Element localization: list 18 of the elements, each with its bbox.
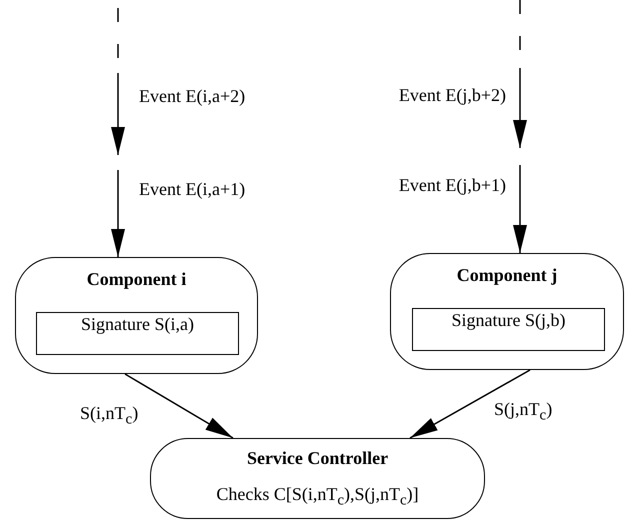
- node-text: Checks C[S(i,nT$_{c}$),S(j,nT$_{c}$)]: [215, 485, 420, 510]
- node-title: Service Controller: [246, 449, 390, 469]
- rounded-node: [390, 253, 624, 370]
- event-label: Event E(i,a+2): [138, 87, 246, 107]
- event-label: Event E(j,b+2): [398, 86, 507, 106]
- signature-box: [412, 308, 605, 351]
- node-title: Component j: [456, 266, 558, 286]
- arrow: [513, 165, 527, 253]
- node-text: Signature S(i,a): [80, 315, 195, 335]
- arrow: [410, 369, 530, 439]
- rounded-node: [15, 257, 258, 374]
- signature-box: [36, 312, 239, 355]
- arrow: [124, 373, 234, 439]
- arrow: [111, 170, 125, 257]
- node-title: Component i: [86, 270, 188, 290]
- edge-label: Event E(j,b+1): [396, 176, 508, 196]
- node-text: Signature S(j,b): [450, 311, 566, 331]
- edge-label: Event E(i,a+1): [137, 180, 248, 200]
